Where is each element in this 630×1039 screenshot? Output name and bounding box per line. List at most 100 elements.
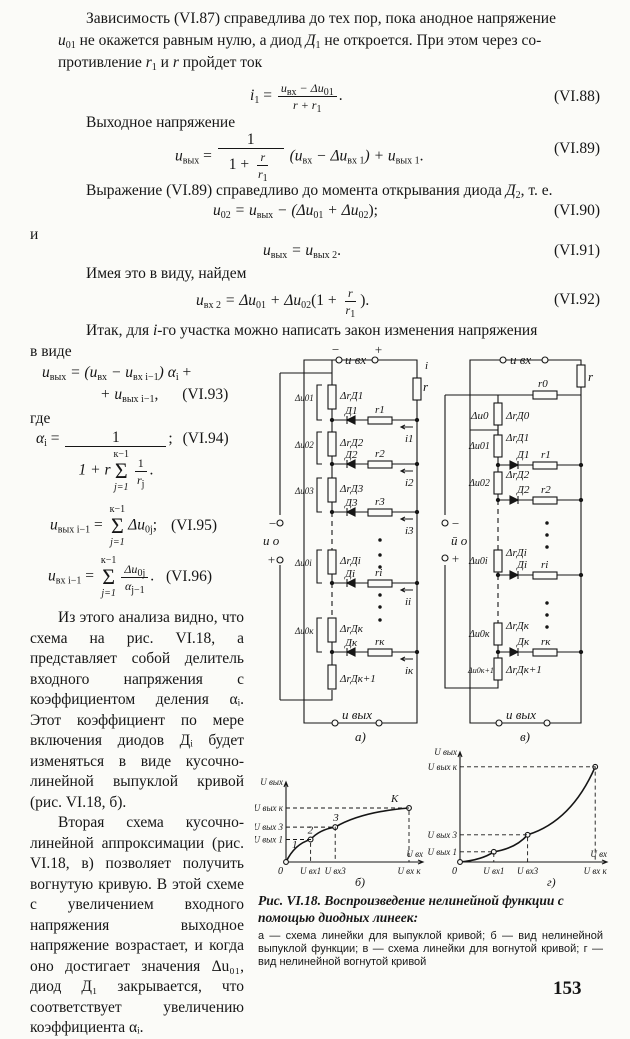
text: = xyxy=(81,567,98,585)
paragraph-thus: Итак, для i-го участка можно написать за… xyxy=(86,320,537,342)
resistor-label: rк xyxy=(375,636,385,648)
diode-resistance-label: ΔrДк+1 xyxy=(339,673,376,685)
text: (1 + xyxy=(311,292,341,310)
resistor-r xyxy=(412,377,422,401)
panel-label-v: в) xyxy=(520,729,530,744)
junction-dot xyxy=(578,572,584,578)
diode-icon xyxy=(509,495,520,505)
text: Д xyxy=(505,182,516,199)
text: u xyxy=(280,81,287,95)
y-axis-label: U вых xyxy=(434,747,457,757)
segment-label: К xyxy=(390,793,399,805)
text: вх xyxy=(286,87,297,98)
output-terminal-plus xyxy=(543,719,551,727)
resistor-label: ri xyxy=(375,567,382,579)
text: − Δu xyxy=(296,81,324,95)
diode-resistance-label: ΔrДк xyxy=(339,623,364,635)
voltage-drop-label: Δu01 xyxy=(468,441,490,452)
paragraph-considering: Имея это в виду, найдем xyxy=(86,265,247,282)
diode-resistance xyxy=(493,434,503,458)
ellipsis-dot xyxy=(545,601,549,605)
text: вх xyxy=(302,155,313,167)
text: противление xyxy=(58,54,146,71)
diode-resistance-label: ΔrДк xyxy=(505,620,530,632)
segment-label: 2 xyxy=(308,825,314,837)
diode-resistance-label: ΔrД1 xyxy=(339,390,363,402)
current-arrow-icon xyxy=(399,656,413,662)
current-i-label: i xyxy=(425,360,428,372)
text: . xyxy=(419,147,424,165)
current-arrow-icon xyxy=(399,468,413,474)
text: = (u xyxy=(66,364,98,381)
current-label: ii xyxy=(405,596,411,608)
source-terminal-plus xyxy=(441,554,449,562)
text: к−1 xyxy=(113,449,130,460)
output-terminal-minus xyxy=(331,719,339,727)
paragraph-second-scheme: Вторая схема кусочно-линейной аппроксима… xyxy=(30,814,244,1036)
voltage-bracket xyxy=(316,431,322,465)
current-label: i2 xyxy=(405,477,414,489)
text: = u xyxy=(287,242,314,259)
diode-label: Д3 xyxy=(344,497,358,509)
segment-label: 3 xyxy=(332,812,339,824)
text: u xyxy=(213,202,221,219)
resistor-r0-label: r0 xyxy=(538,378,548,390)
diode-resistance-label: ΔrД1 xyxy=(505,432,529,444)
diode-resistance xyxy=(327,664,337,690)
resistor xyxy=(367,460,393,469)
minus-label: − xyxy=(268,516,277,531)
text: u xyxy=(58,32,66,49)
voltage-drop-label: Δu0к+1 xyxy=(467,666,494,675)
diode-label: Дi xyxy=(516,559,527,571)
text: r + r xyxy=(293,98,317,112)
diode-resistance xyxy=(493,471,503,495)
equation-number: (VI.96) xyxy=(165,567,213,585)
text-in-form: в виде xyxy=(30,343,72,360)
text: 2 xyxy=(515,190,521,201)
text: 01 xyxy=(313,210,324,221)
text: 1 xyxy=(151,62,157,73)
text: вых xyxy=(270,250,288,261)
text: 02 xyxy=(301,300,312,312)
text: не откроется. При этом через со- xyxy=(320,32,542,49)
text: . xyxy=(337,242,341,259)
diode-resistance-label: ΔrДк+1 xyxy=(505,664,542,676)
guide-line xyxy=(286,807,410,862)
diode-icon xyxy=(509,460,520,470)
text: α xyxy=(36,430,45,447)
text: j=1 xyxy=(101,588,116,599)
equation-number: (VI.89) xyxy=(553,140,600,157)
minus-label: − xyxy=(451,516,460,531)
text: вх 1 xyxy=(347,155,365,167)
resistor-label: ri xyxy=(541,559,548,571)
text: + u xyxy=(100,386,123,403)
voltage-bracket xyxy=(316,477,322,513)
x-tick-label: U вх3 xyxy=(325,866,347,876)
voltage-bracket xyxy=(316,549,322,584)
resistor xyxy=(367,648,393,657)
ellipsis-dot xyxy=(378,553,382,557)
minus-label: − xyxy=(331,345,340,357)
panel-label: г) xyxy=(547,875,556,889)
diode-icon xyxy=(345,578,356,588)
resistor-r-label: r xyxy=(423,379,429,394)
output-voltage-label: u вых xyxy=(342,707,372,722)
text: 1 xyxy=(134,455,147,472)
diode-resistance xyxy=(327,384,337,410)
diode-resistance xyxy=(493,657,503,681)
x-tick-label: U вх1 xyxy=(300,866,321,876)
text: Итак, для xyxy=(86,322,153,339)
text: -го участка можно написать закон изменен… xyxy=(157,322,538,339)
text: и xyxy=(156,54,173,71)
x-tick-label: U вх к xyxy=(584,866,608,876)
origin-label: 0 xyxy=(278,866,283,877)
text: пройдет ток xyxy=(178,54,263,71)
text: − Δu xyxy=(312,147,348,165)
text: Зависимость (VI.87) справедлива до тех п… xyxy=(86,10,556,27)
axes xyxy=(283,780,425,865)
text: α xyxy=(124,578,132,593)
text: + xyxy=(178,364,192,381)
